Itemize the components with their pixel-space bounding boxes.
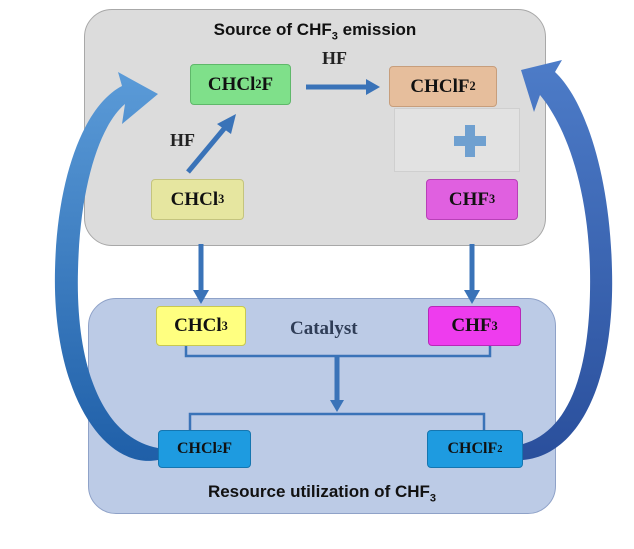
catalyst-label: Catalyst — [290, 318, 358, 339]
down-arrow-right-head — [464, 290, 480, 304]
source-panel-title: Source of CHF3 emission — [213, 20, 417, 43]
hf-diagonal-arrow — [186, 122, 230, 174]
hf-diagonal-arrowhead — [217, 114, 236, 134]
hf-label-top: HF — [322, 48, 347, 68]
plus-sign-v — [465, 125, 475, 157]
product-bracket — [188, 412, 486, 430]
down-arrow-left-head — [193, 290, 209, 304]
hf-horizontal-arrowhead — [366, 79, 380, 95]
utilization-panel-title: Resource utilization of CHF3 — [207, 482, 437, 505]
right-cycle-arrow — [521, 60, 613, 460]
left-cycle-arrow — [54, 72, 158, 461]
hf-label-diagonal: HF — [170, 130, 195, 150]
catalyst-arrowhead — [330, 400, 344, 412]
reactant-bracket — [184, 346, 492, 358]
